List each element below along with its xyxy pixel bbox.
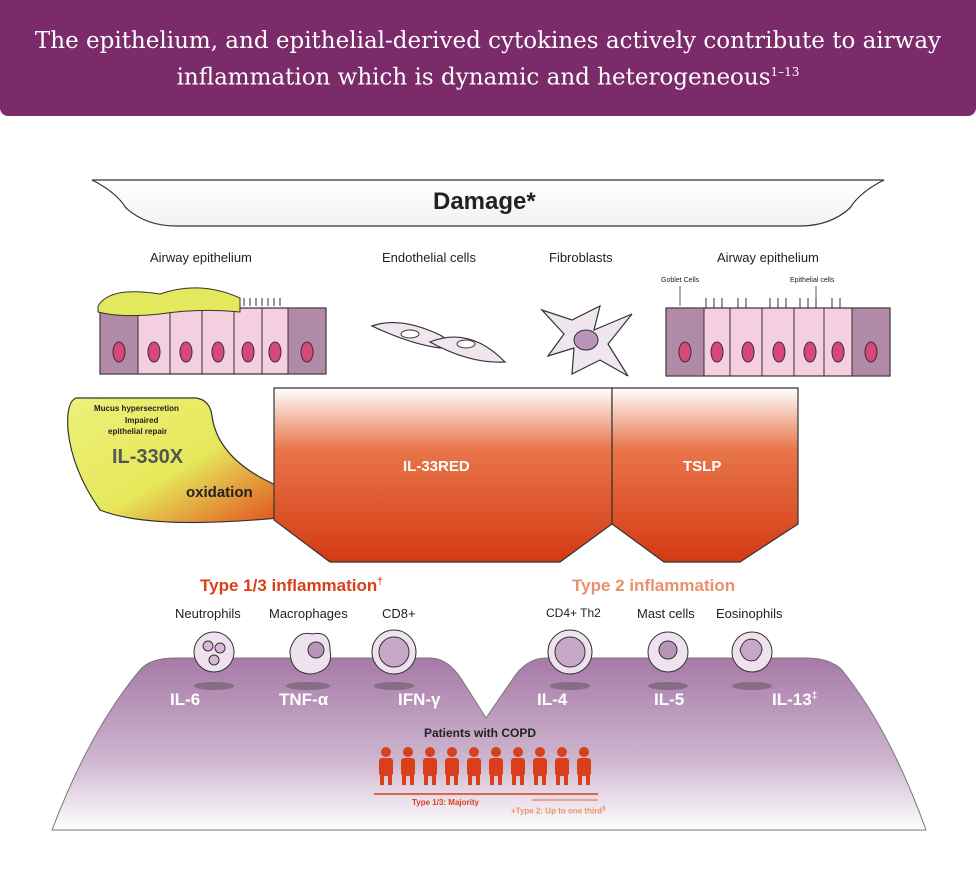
type2-inflammation-label: Type 2 inflammation [572, 576, 736, 595]
patients-label: Patients with COPD [424, 726, 537, 740]
il13-sup: ‡ [811, 690, 818, 702]
inflammation-base-shape [51, 657, 927, 831]
diagram-svg [51, 179, 927, 831]
title-superscript: 1–13 [770, 65, 800, 79]
cytokine-il5: IL-5 [654, 690, 685, 709]
airway-epithelium-left-illustration [97, 287, 327, 375]
patient-icons [379, 747, 591, 785]
type13-text: Type 1/3 inflammation [200, 576, 378, 595]
cytokine-il6: IL-6 [170, 690, 201, 709]
il33red-label: IL-33RED [403, 458, 470, 475]
fibroblast-illustration [539, 304, 633, 377]
damage-banner-shape [91, 179, 885, 227]
eosinophil-illustration [731, 631, 773, 690]
endothelial-cells-label: Endothelial cells [382, 250, 476, 265]
mucus-line-1: Mucus hypersecretion [94, 404, 179, 413]
fibroblasts-label: Fibroblasts [549, 250, 613, 265]
type2-third-sup: § [602, 806, 606, 812]
oxidation-label: oxidation [186, 484, 253, 501]
cytokine-il13: IL-13‡ [772, 690, 817, 710]
endothelial-cells-illustration [370, 321, 507, 363]
airway-epithelium-right-illustration [665, 286, 891, 377]
cd4-th2-label: CD4+ Th2 [546, 606, 601, 620]
neutrophil-illustration [193, 631, 235, 690]
majority-label: Type 1/3: Majority [412, 798, 479, 807]
cd8-cell-illustration [371, 629, 417, 690]
title-line-1: The epithelium, and epithelial-derived c… [34, 28, 942, 54]
tslp-label: TSLP [683, 458, 722, 475]
header-banner: The epithelium, and epithelial-derived c… [0, 0, 976, 116]
mucus-line-2: Impaired [125, 416, 159, 425]
mast-cell-illustration [647, 631, 689, 690]
goblet-cells-label: Goblet Cells [661, 277, 700, 284]
il13-text: IL-13 [772, 690, 812, 709]
cytokine-tnfa: TNF-α [279, 690, 329, 709]
type2-third-text: +Type 2: Up to one third [511, 806, 603, 816]
airway-epithelium-right-label: Airway epithelium [717, 250, 819, 265]
mast-cells-label: Mast cells [637, 606, 695, 621]
type13-inflammation-label: Type 1/3 inflammation† [200, 576, 383, 596]
cd4-th2-cell-illustration [547, 629, 593, 690]
il33red-shape [273, 387, 613, 563]
cd8-label: CD8+ [382, 606, 416, 621]
macrophages-label: Macrophages [269, 606, 348, 621]
type2-third-label: +Type 2: Up to one third§ [511, 806, 606, 816]
mucus-line-3: epithelial repair [108, 427, 168, 436]
damage-label: Damage* [433, 188, 536, 215]
epithelial-cells-label: Epithelial cells [790, 277, 835, 284]
type13-sup: † [377, 576, 383, 588]
page-title: The epithelium, and epithelial-derived c… [0, 0, 976, 94]
cytokine-il4: IL-4 [537, 690, 568, 709]
title-line-2: inflammation which is dynamic and hetero… [176, 64, 771, 91]
mucus-box-shape [67, 397, 279, 524]
cytokine-ifng: IFN-γ [398, 690, 441, 709]
il33ox-label: IL-330X [112, 446, 184, 468]
tslp-shape [611, 387, 799, 563]
neutrophils-label: Neutrophils [175, 606, 241, 621]
macrophage-illustration [286, 632, 332, 690]
diagram-canvas: Damage* Airway epithelium Endothelial ce… [0, 130, 976, 893]
eosinophils-label: Eosinophils [716, 606, 783, 621]
airway-epithelium-left-label: Airway epithelium [150, 250, 252, 265]
